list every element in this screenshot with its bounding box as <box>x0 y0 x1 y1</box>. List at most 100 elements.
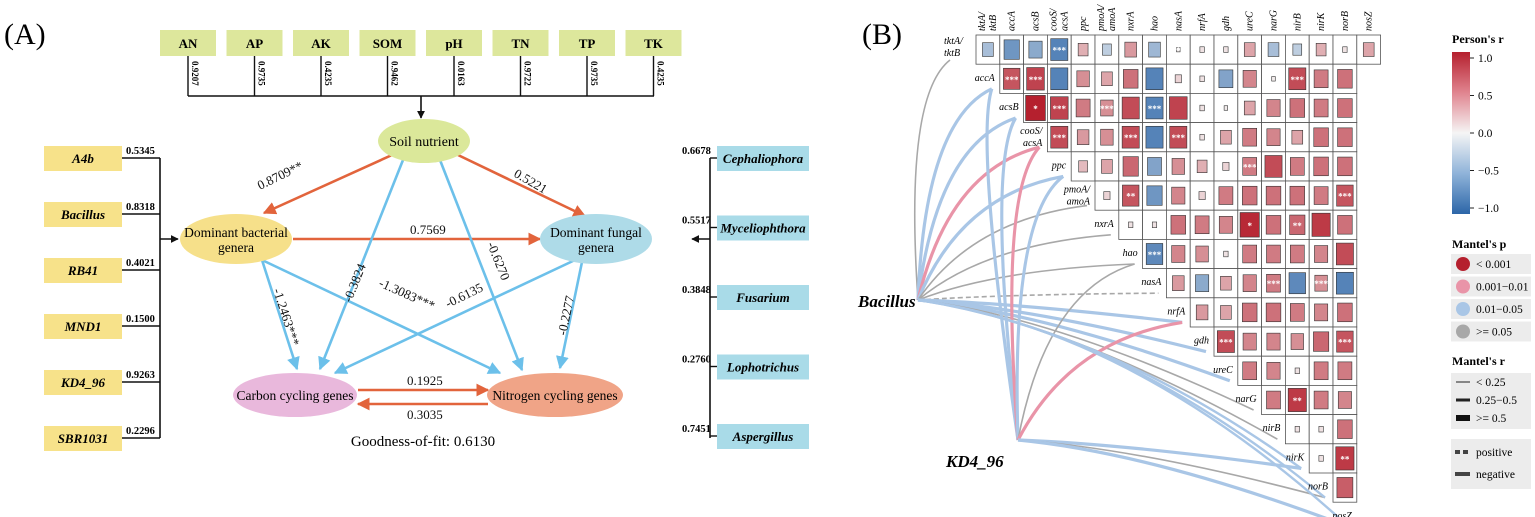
coef-bact-nitrogen: -1.3083*** <box>377 275 438 313</box>
coef-nitrogen-carbon: 0.3035 <box>407 407 443 422</box>
fung-box-label: Fusarium <box>735 290 789 305</box>
bact-box-value: 0.9263 <box>126 370 155 381</box>
heat-cell <box>1237 93 1263 124</box>
node-fungal-genera <box>540 214 652 264</box>
heat-cell-square <box>1265 302 1282 323</box>
mantel-links <box>913 59 1340 517</box>
soil-box-rect <box>293 30 349 56</box>
mantel-link-kd4-96-nosz <box>1017 438 1328 517</box>
coef-bact-carbon: -1.2463*** <box>270 286 303 347</box>
heat-cell <box>1189 151 1215 182</box>
node-bact-label-2: genera <box>218 240 254 255</box>
heat-cell: *** <box>1094 93 1120 124</box>
heat-cell-square <box>1313 361 1329 381</box>
heat-cell <box>1237 297 1263 328</box>
heat-cell <box>1261 63 1286 94</box>
heat-cell <box>1213 238 1239 269</box>
heat-cell-stars: *** <box>1338 192 1352 202</box>
heat-cell-square <box>1242 332 1257 351</box>
legend-p-dot <box>1456 257 1470 271</box>
heat-cell <box>1070 151 1096 182</box>
heat-cell-square <box>1337 156 1353 177</box>
heat-cell-square <box>1101 159 1113 174</box>
soil-box-tp: TP0.9735 <box>559 30 615 96</box>
heat-cell <box>1308 297 1334 328</box>
heat-cell-square <box>1336 271 1354 295</box>
gene-col-label-nosz: nosZ <box>1364 11 1375 31</box>
heat-cell-square <box>1242 70 1257 88</box>
fung-box-value: 0.3848 <box>682 285 711 296</box>
heat-cell: * <box>1023 93 1048 124</box>
gene-row-label-hao: hao <box>1123 248 1138 259</box>
heat-cell-square <box>1337 361 1353 381</box>
soil-box-label: TK <box>644 36 664 51</box>
heat-cell: *** <box>1166 122 1191 153</box>
legend-mr-title: Mantel's r <box>1452 354 1506 368</box>
heat-cell-square <box>1242 274 1257 292</box>
gene-col-label-coos-acsa: cooS/acsA <box>1048 8 1070 31</box>
heat-cell-square <box>1337 69 1353 89</box>
heat-cell-square <box>1218 69 1234 89</box>
heat-cell <box>1023 34 1048 65</box>
heat-cell <box>1070 63 1096 94</box>
heat-cell-square <box>1314 245 1329 263</box>
heat-cell-stars: *** <box>1100 104 1114 114</box>
gene-row-label-pmoa-amoa-2: amoA <box>1067 197 1091 208</box>
heat-cell: *** <box>1142 238 1167 269</box>
gene-col-label-norb: norB <box>1340 11 1351 31</box>
fung-box-rect <box>717 215 809 241</box>
heat-cell-square <box>1313 331 1330 352</box>
heat-cell-square <box>1271 76 1276 82</box>
heat-cell <box>1308 443 1334 474</box>
node-carbon-cycling <box>233 373 357 417</box>
heat-cell-square <box>1199 104 1205 112</box>
soil-box-label: TN <box>511 36 530 51</box>
coef-fung-nitrogen: -0.2277 <box>554 294 577 337</box>
fung-box-label: Myceliophthora <box>719 221 806 236</box>
heat-cell-square <box>1171 158 1185 175</box>
bact-box-value: 0.5345 <box>126 146 155 157</box>
heat-cell <box>1213 63 1239 94</box>
heat-cell-square <box>1176 47 1181 53</box>
heat-cell <box>1118 151 1144 182</box>
gene-col-label-narg: narG <box>1269 10 1280 31</box>
soil-box-rect <box>160 30 216 56</box>
heat-cell <box>1332 268 1358 299</box>
heat-cell <box>1261 122 1286 153</box>
heat-cell <box>1142 209 1167 240</box>
heat-cell <box>1237 355 1263 386</box>
heat-cell: ** <box>1285 384 1310 415</box>
heat-cell-square <box>1291 129 1304 145</box>
soil-box-label: TP <box>579 36 596 51</box>
heat-cell-square <box>1123 69 1139 89</box>
heat-cell <box>1285 122 1310 153</box>
heat-cell-square <box>1003 67 1021 90</box>
heat-cell <box>1261 151 1286 182</box>
heat-cell-square <box>1145 96 1164 120</box>
heat-cell-stars: *** <box>1005 75 1019 85</box>
gene-row-label-urec: ureC <box>1213 365 1233 376</box>
heat-cell <box>1285 34 1310 65</box>
heat-cell-square <box>1199 46 1205 53</box>
heat-cell-square <box>1290 333 1304 350</box>
heat-cell: *** <box>1285 63 1310 94</box>
heat-cell <box>1189 268 1215 299</box>
bact-box-rect <box>44 258 122 283</box>
heat-cell-square <box>1318 455 1324 462</box>
node-bacterial-genera <box>180 214 292 264</box>
heat-cell: *** <box>999 63 1024 94</box>
heat-cell <box>1285 297 1310 328</box>
node-carbon-label: Carbon cycling genes <box>237 388 354 403</box>
bact-box-rect <box>44 314 122 339</box>
heat-cell-square <box>1242 302 1258 323</box>
gene-col-label-ppc: ppc <box>1078 16 1089 32</box>
heat-cell-stars: *** <box>1172 133 1186 143</box>
heat-cell-square <box>1169 125 1188 149</box>
heat-cell <box>1166 93 1191 124</box>
heat-cell <box>1142 180 1167 211</box>
heat-cell <box>1332 414 1358 445</box>
heat-cell-square <box>1050 38 1069 61</box>
legend-r-tick-label: 0.5 <box>1478 91 1493 103</box>
path-soil-bact <box>262 153 393 215</box>
